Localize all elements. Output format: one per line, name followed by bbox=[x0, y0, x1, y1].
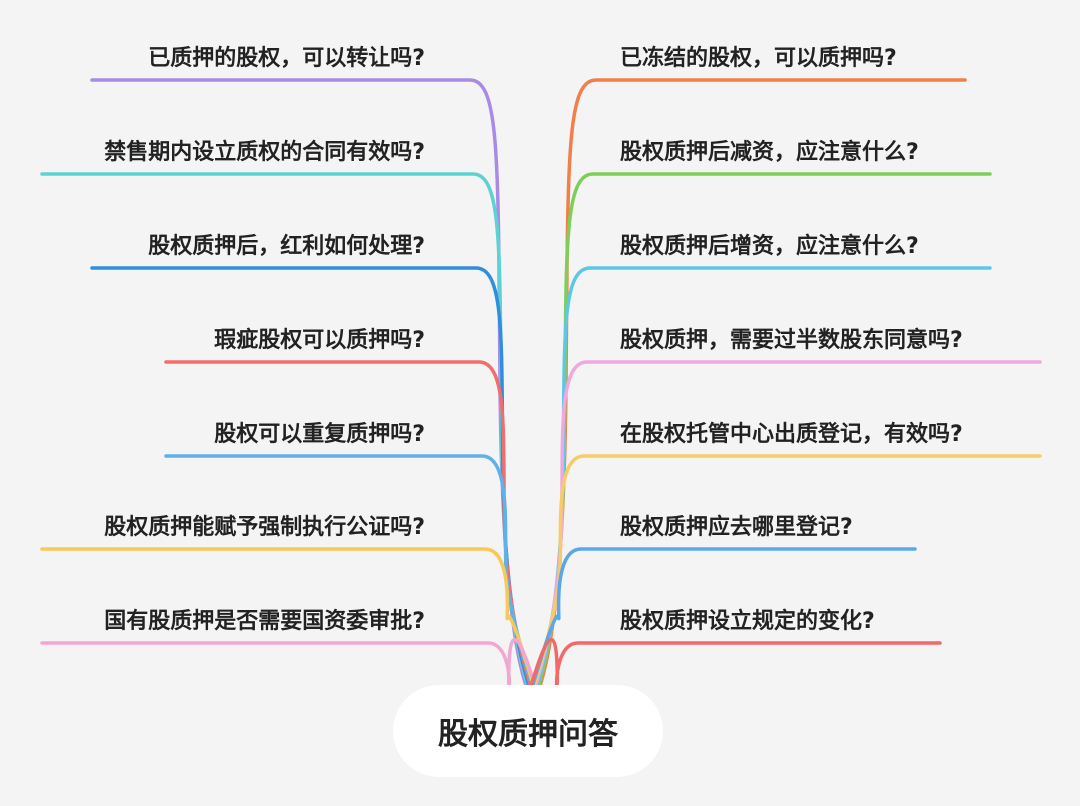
left-branch-label-1[interactable]: 已质押的股权，可以转让吗? bbox=[148, 46, 425, 71]
left-branch-connector-7 bbox=[40, 637, 537, 688]
right-branch-label-6[interactable]: 股权质押应去哪里登记? bbox=[620, 515, 853, 540]
left-branch-label-7[interactable]: 国有股质押是否需要国资委审批? bbox=[104, 609, 425, 634]
right-branch-label-4[interactable]: 股权质押，需要过半数股东同意吗? bbox=[620, 328, 963, 353]
left-branch-label-4[interactable]: 瑕疵股权可以质押吗? bbox=[214, 328, 425, 353]
right-branch-label-7[interactable]: 股权质押设立规定的变化? bbox=[620, 609, 875, 634]
left-branch-label-3[interactable]: 股权质押后，红利如何处理? bbox=[148, 234, 425, 259]
left-branch-label-6[interactable]: 股权质押能赋予强制执行公证吗? bbox=[104, 515, 425, 540]
root-node[interactable]: 股权质押问答 bbox=[393, 685, 663, 777]
right-branch-label-1[interactable]: 已冻结的股权，可以质押吗? bbox=[620, 46, 897, 71]
root-label: 股权质押问答 bbox=[438, 717, 618, 752]
left-branch-label-5[interactable]: 股权可以重复质押吗? bbox=[214, 422, 425, 447]
right-branch-label-5[interactable]: 在股权托管中心出质登记，有效吗? bbox=[620, 422, 963, 447]
right-branch-connector-1 bbox=[538, 78, 967, 688]
left-branch-label-2[interactable]: 禁售期内设立质权的合同有效吗? bbox=[104, 140, 425, 165]
left-branch-connector-1 bbox=[90, 78, 528, 688]
right-branch-label-2[interactable]: 股权质押后减资，应注意什么? bbox=[620, 140, 919, 165]
right-branch-label-3[interactable]: 股权质押后增资，应注意什么? bbox=[620, 234, 919, 259]
right-branch-connector-7 bbox=[529, 637, 942, 688]
right-branch-connector-5 bbox=[532, 454, 1042, 688]
left-branch-connector-5 bbox=[164, 454, 534, 688]
